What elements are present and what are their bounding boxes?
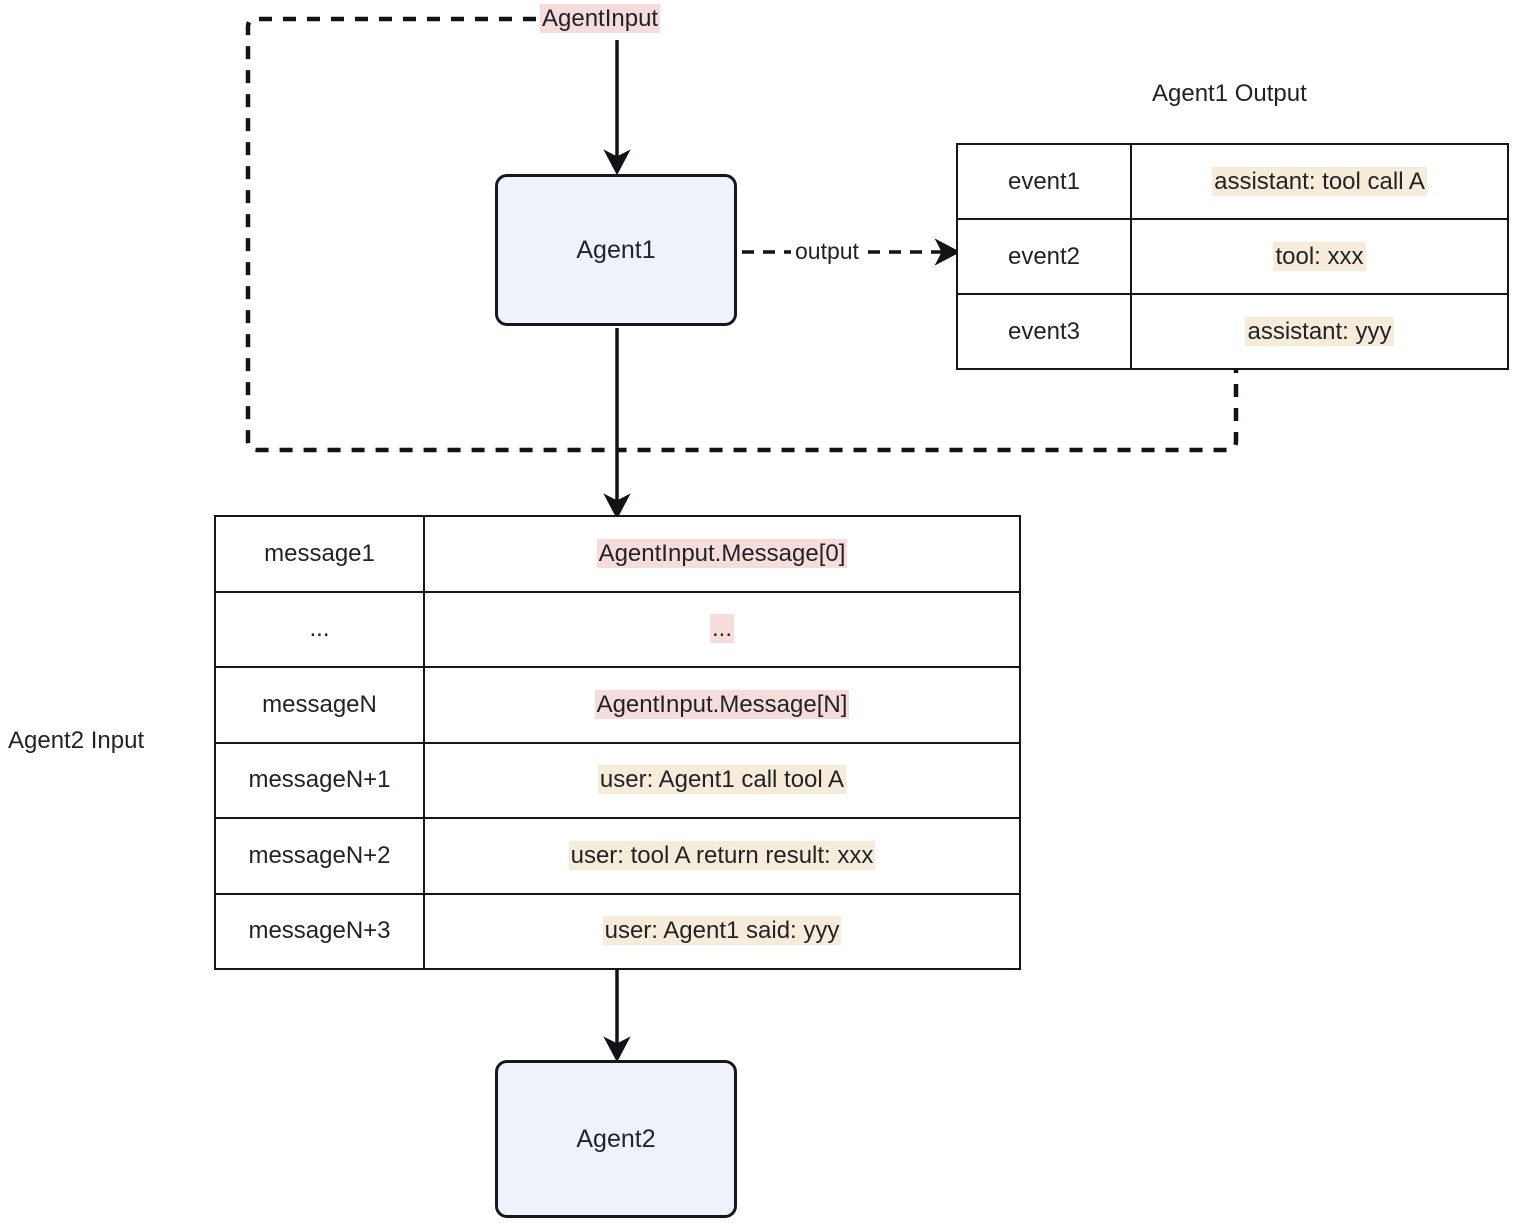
message-value-cell: user: Agent1 said: yyy <box>423 892 1021 970</box>
table-row: event2 tool: xxx <box>956 218 1509 295</box>
message-value-text: ... <box>709 614 734 644</box>
message-value-text: user: Agent1 said: yyy <box>602 916 842 946</box>
agent1-output-table: event1 assistant: tool call A event2 too… <box>956 143 1509 370</box>
event-value-cell: assistant: tool call A <box>1130 143 1509 220</box>
message-value-cell: AgentInput.Message[0] <box>423 515 1021 593</box>
table-row: event1 assistant: tool call A <box>956 143 1509 220</box>
message-value-text: AgentInput.Message[N] <box>594 689 850 719</box>
event-value-cell: assistant: yyy <box>1130 293 1509 370</box>
message-key-cell: messageN+1 <box>214 741 425 819</box>
message-value-cell: ... <box>423 590 1021 668</box>
output-edge-label: output <box>791 238 863 265</box>
event-value-cell: tool: xxx <box>1130 218 1509 295</box>
event-value-text: assistant: tool call A <box>1212 166 1427 196</box>
table-row: ... ... <box>214 590 1021 668</box>
agent1-output-title: Agent1 Output <box>1152 80 1307 107</box>
message-value-text: AgentInput.Message[0] <box>596 538 848 568</box>
event-value-text: assistant: yyy <box>1245 316 1394 346</box>
event-key-cell: event2 <box>956 218 1132 295</box>
table-row: message1 AgentInput.Message[0] <box>214 515 1021 593</box>
message-value-text: user: tool A return result: xxx <box>568 840 876 870</box>
message-value-cell: user: Agent1 call tool A <box>423 741 1021 819</box>
message-value-cell: AgentInput.Message[N] <box>423 666 1021 744</box>
table-row: messageN AgentInput.Message[N] <box>214 666 1021 744</box>
event-value-text: tool: xxx <box>1273 241 1366 271</box>
table-row: messageN+2 user: tool A return result: x… <box>214 817 1021 895</box>
message-key-cell: messageN+2 <box>214 817 425 895</box>
table-row: event3 assistant: yyy <box>956 293 1509 370</box>
message-key-cell: message1 <box>214 515 425 593</box>
table-row: messageN+3 user: Agent1 said: yyy <box>214 892 1021 970</box>
message-value-cell: user: tool A return result: xxx <box>423 817 1021 895</box>
message-key-cell: messageN+3 <box>214 892 425 970</box>
table-row: messageN+1 user: Agent1 call tool A <box>214 741 1021 819</box>
agent2-input-table: message1 AgentInput.Message[0] ... ... m… <box>214 515 1021 970</box>
agent-input-label: AgentInput <box>540 4 661 33</box>
message-key-cell: messageN <box>214 666 425 744</box>
agent1-node-label: Agent1 <box>576 235 656 264</box>
agent-input-label-text: AgentInput <box>540 4 661 33</box>
message-value-text: user: Agent1 call tool A <box>597 765 847 795</box>
event-key-cell: event3 <box>956 293 1132 370</box>
edge-agent1-output-feedback-to-agent2-input <box>617 360 1239 453</box>
agent1-node[interactable]: Agent1 <box>495 174 737 326</box>
agent2-node-label: Agent2 <box>576 1124 656 1153</box>
agent2-input-title: Agent2 Input <box>8 727 145 754</box>
event-key-cell: event1 <box>956 143 1132 220</box>
agent2-node[interactable]: Agent2 <box>495 1060 737 1218</box>
message-key-cell: ... <box>214 590 425 668</box>
